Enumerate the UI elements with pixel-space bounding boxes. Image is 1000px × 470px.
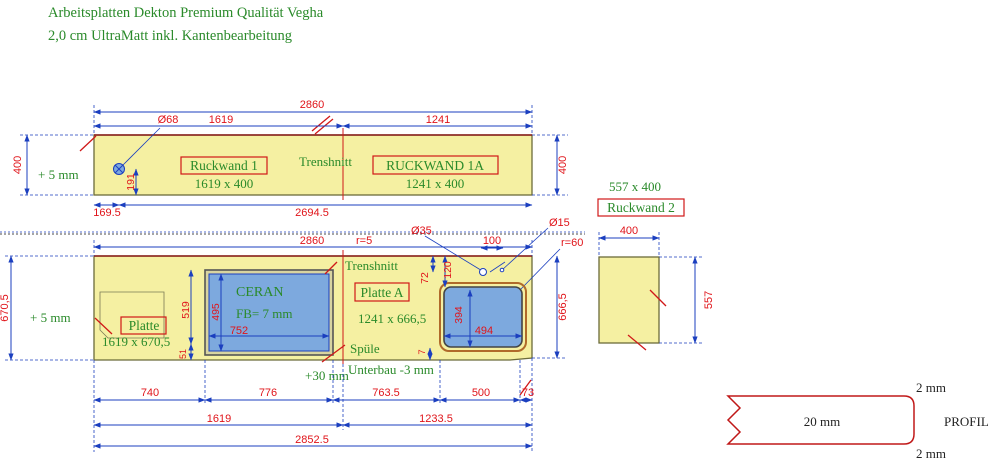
dim-191-label: 191	[125, 173, 137, 191]
cut-mark	[321, 344, 346, 363]
ruckwand-1a-label-box	[372, 155, 499, 175]
platte-offset: + 5 mm	[30, 310, 71, 325]
dim-1241-label: 1241	[426, 114, 450, 126]
dim-height-left-label: 400	[12, 156, 24, 174]
dim-r5-label: r=5	[356, 235, 372, 247]
dim-r2-height-label: 557	[703, 291, 715, 309]
dim-1233-label: 1233.5	[419, 413, 453, 425]
ruckwand-2-group: 557 x 400 Ruckwand 2 400 557	[597, 179, 715, 351]
platte-inner-outline	[99, 291, 165, 339]
dim-1619-label: 1619	[209, 114, 233, 126]
dim-72-label: 72	[419, 272, 431, 284]
cut-mark	[649, 289, 667, 307]
platte-label: Platte	[129, 318, 160, 333]
sink-outer-frame	[439, 282, 527, 352]
dim-394-label: 394	[453, 306, 465, 324]
leader-line	[424, 235, 485, 273]
dim-diameter-68: Ø68	[158, 114, 179, 126]
platte-a-label: Platte A	[360, 285, 403, 300]
cut-mark	[519, 379, 532, 396]
dim-120-label: 120	[442, 261, 454, 279]
header-title: Arbeitsplatten Dekton Premium Qualität V…	[48, 5, 324, 21]
dim-platte-height-left-label: 670,5	[0, 294, 11, 322]
ruckwand-2-label-box	[597, 198, 685, 217]
dim-73-label: 73	[522, 387, 534, 399]
socket-hole-cross	[114, 164, 124, 174]
ruckwand-1a-size: 1241 x 400	[406, 176, 465, 191]
dim-2860-label: 2860	[300, 99, 324, 111]
spule-label: Spüle	[350, 341, 380, 356]
cut-mark	[94, 317, 113, 335]
dim-2852-label: 2852.5	[295, 434, 329, 446]
dim-diameter-15: Ø15	[549, 217, 570, 229]
dim-500-label: 500	[472, 387, 490, 399]
dim-platte-2860-label: 2860	[300, 235, 324, 247]
tap-hole	[479, 268, 487, 276]
ruckwand-1-label: Ruckwand 1	[190, 158, 258, 173]
ruckwand-1-offset: + 5 mm	[38, 167, 79, 182]
header-subtitle: 2,0 cm UltraMatt inkl. Kantenbearbeitung	[48, 28, 292, 44]
ruckwand-1a-label: RUCKWAND 1A	[386, 158, 484, 173]
sink-basin	[443, 286, 523, 348]
profil-thickness: 20 mm	[804, 414, 840, 429]
profil-shape	[726, 395, 915, 445]
profil-group: 2 mm 20 mm PROFIL 2 mm	[726, 380, 989, 461]
cut-mark	[627, 334, 647, 351]
ruckwand-1-label-box	[180, 156, 268, 175]
platte-group: 2860 r=5 Ø35 100 Ø15 r=60 670,5 + 5 mm 6…	[0, 217, 583, 396]
platte-split-text: Trenshnitt	[345, 258, 398, 273]
dim-51-label: 51	[178, 349, 188, 359]
dim-height-right-label: 400	[557, 156, 569, 174]
cut-mark	[79, 135, 97, 152]
platte-a-label-box	[354, 282, 410, 302]
ruckwand-2-panel	[598, 256, 660, 344]
dim-diameter-35: Ø35	[411, 225, 432, 237]
dim-740-label: 740	[141, 387, 159, 399]
small-hole	[499, 267, 505, 273]
dim-519-label: 519	[180, 301, 192, 319]
ruckwand-1-size: 1619 x 400	[195, 176, 254, 191]
dim-169-label: 169.5	[93, 207, 121, 219]
dim-100-label: 100	[483, 235, 501, 247]
unterbau-label: Unterbau -3 mm	[348, 362, 434, 377]
leader-line	[489, 261, 506, 273]
dim-platte-height-right-label: 666,5	[557, 293, 569, 321]
bottom-dimensions: 740 776 763.5 500 73 1619 1233.5 2852.5	[93, 358, 534, 452]
profil-bottom-thickness: 2 mm	[916, 446, 946, 461]
dim-r2-width-label: 400	[620, 225, 638, 237]
dim-495-label: 495	[210, 303, 222, 321]
dim-763-label: 763.5	[372, 387, 400, 399]
leader-line	[501, 227, 549, 271]
leader-line	[121, 127, 161, 167]
ruckwand-1-split-text: Trenshnitt	[299, 154, 352, 169]
ruckwand-2-size: 557 x 400	[609, 179, 661, 194]
profil-label: PROFIL	[944, 414, 989, 429]
ceran-title: CERAN	[236, 285, 283, 300]
dim-752-label: 752	[230, 325, 248, 337]
ruckwand-1-group: 2860 1619 1241 Ø68 400 + 5 mm 400 191 16…	[12, 99, 569, 219]
dim-2694-label: 2694.5	[295, 207, 329, 219]
cut-mark	[324, 261, 338, 275]
platte-a-size: 1241 x 666,5	[358, 311, 426, 326]
dim-776-label: 776	[259, 387, 277, 399]
ruckwand-1-panel	[93, 134, 533, 196]
dim-bottom-1619-label: 1619	[207, 413, 231, 425]
ruckwand-2-label: Ruckwand 2	[607, 200, 675, 215]
profil-top-thickness: 2 mm	[916, 380, 946, 395]
dim-494-label: 494	[475, 325, 493, 337]
leader-line	[519, 248, 561, 291]
platte-size: 1619 x 670,5	[102, 334, 170, 349]
plus-30-label: +30 mm	[305, 368, 349, 383]
dim-7-label: 7	[417, 349, 428, 354]
dim-r60-label: r=60	[561, 237, 583, 249]
platte-label-box	[120, 316, 167, 335]
ceran-subtitle: FB= 7 mm	[236, 306, 292, 321]
